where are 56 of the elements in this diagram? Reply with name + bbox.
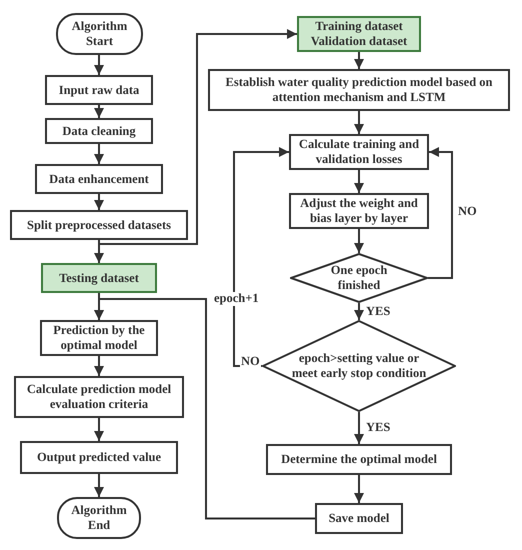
process-box bbox=[289, 134, 429, 170]
process-box bbox=[10, 210, 188, 240]
data-box bbox=[41, 263, 157, 293]
arrow bbox=[354, 170, 364, 193]
terminal-box bbox=[57, 497, 141, 539]
process-box bbox=[208, 69, 510, 111]
arrow bbox=[94, 105, 104, 118]
node-text: Calculate training and validation losses bbox=[298, 137, 420, 167]
node-text: Output predicted value bbox=[36, 450, 162, 465]
node-text: Adjust the weight and bias layer by layer bbox=[299, 196, 419, 226]
arrow bbox=[94, 356, 104, 376]
process-box bbox=[45, 118, 153, 144]
node-text: Input raw data bbox=[58, 82, 140, 98]
node-text: Prediction by the optimal model bbox=[52, 323, 146, 353]
arrow bbox=[354, 111, 364, 134]
arrow bbox=[428, 147, 453, 279]
loop-label: epoch+1 bbox=[213, 292, 260, 306]
arrow bbox=[94, 298, 315, 520]
process-box bbox=[14, 376, 184, 418]
node-text: Algorithm Start bbox=[70, 19, 128, 49]
edge-label: NO bbox=[240, 355, 261, 369]
arrow bbox=[94, 144, 104, 164]
node-text: Save model bbox=[328, 511, 390, 526]
arrow bbox=[94, 474, 104, 497]
node-text: Determine the optimal model bbox=[280, 452, 438, 467]
arrow bbox=[354, 52, 364, 69]
arrow bbox=[354, 303, 364, 320]
node-text: Split preprocessed datasets bbox=[26, 218, 172, 232]
process-box bbox=[266, 444, 452, 475]
arrow bbox=[354, 412, 364, 444]
data-box bbox=[297, 16, 421, 52]
node-text: Training dataset Validation dataset bbox=[310, 19, 408, 49]
node-text: Data enhancement bbox=[48, 172, 150, 186]
process-box bbox=[45, 75, 153, 105]
terminal-box bbox=[56, 13, 143, 55]
node-text: Calculate prediction model evaluation criteria bbox=[26, 382, 172, 412]
decision-diamond bbox=[262, 320, 456, 412]
arrow bbox=[354, 229, 364, 253]
node-text: Testing dataset bbox=[58, 270, 140, 286]
node-text: Data cleaning bbox=[61, 124, 137, 138]
process-box bbox=[289, 193, 429, 229]
node-text: One epoch finished bbox=[330, 263, 388, 293]
arrow bbox=[98, 29, 297, 245]
arrow bbox=[233, 147, 289, 367]
arrow bbox=[94, 418, 104, 441]
process-box bbox=[315, 503, 403, 534]
process-box bbox=[40, 320, 158, 356]
process-box bbox=[35, 164, 163, 194]
process-box bbox=[20, 441, 178, 474]
node-text: Establish water quality prediction model based on attention mechanism and LSTM bbox=[224, 75, 494, 105]
arrow bbox=[94, 55, 104, 75]
node-text: Algorithm End bbox=[70, 503, 128, 533]
node-text: epoch>setting value or meet early stop condition bbox=[290, 351, 428, 381]
decision-diamond bbox=[290, 253, 428, 303]
arrow bbox=[94, 194, 104, 210]
arrow bbox=[354, 475, 364, 503]
